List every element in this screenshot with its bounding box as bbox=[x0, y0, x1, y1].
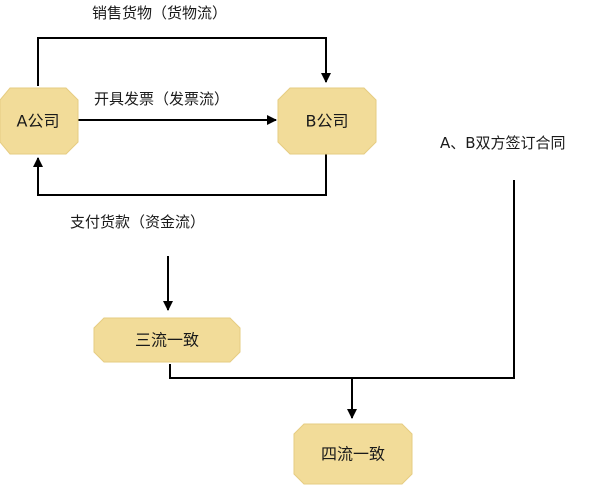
invoice-flow-label: 开具发票（发票流） bbox=[94, 90, 229, 108]
company-b-node: B公司 bbox=[277, 87, 377, 155]
company-b-label: B公司 bbox=[306, 112, 349, 131]
contract-label: A、B双方签订合同 bbox=[440, 134, 566, 152]
four-flows-label: 四流一致 bbox=[321, 445, 385, 464]
payment-flow-label: 支付货款（资金流） bbox=[70, 213, 205, 231]
company-a-label: A公司 bbox=[17, 112, 60, 131]
three-flows-node: 三流一致 bbox=[93, 317, 241, 363]
three-flows-label: 三流一致 bbox=[135, 331, 199, 350]
three-flows-merge-line bbox=[169, 180, 515, 379]
four-flows-node: 四流一致 bbox=[293, 423, 413, 485]
goods-flow-line bbox=[37, 37, 331, 86]
goods-flow-label: 销售货物（货物流） bbox=[92, 4, 227, 22]
payment-flow-line bbox=[33, 154, 327, 196]
company-a-node: A公司 bbox=[0, 87, 79, 155]
